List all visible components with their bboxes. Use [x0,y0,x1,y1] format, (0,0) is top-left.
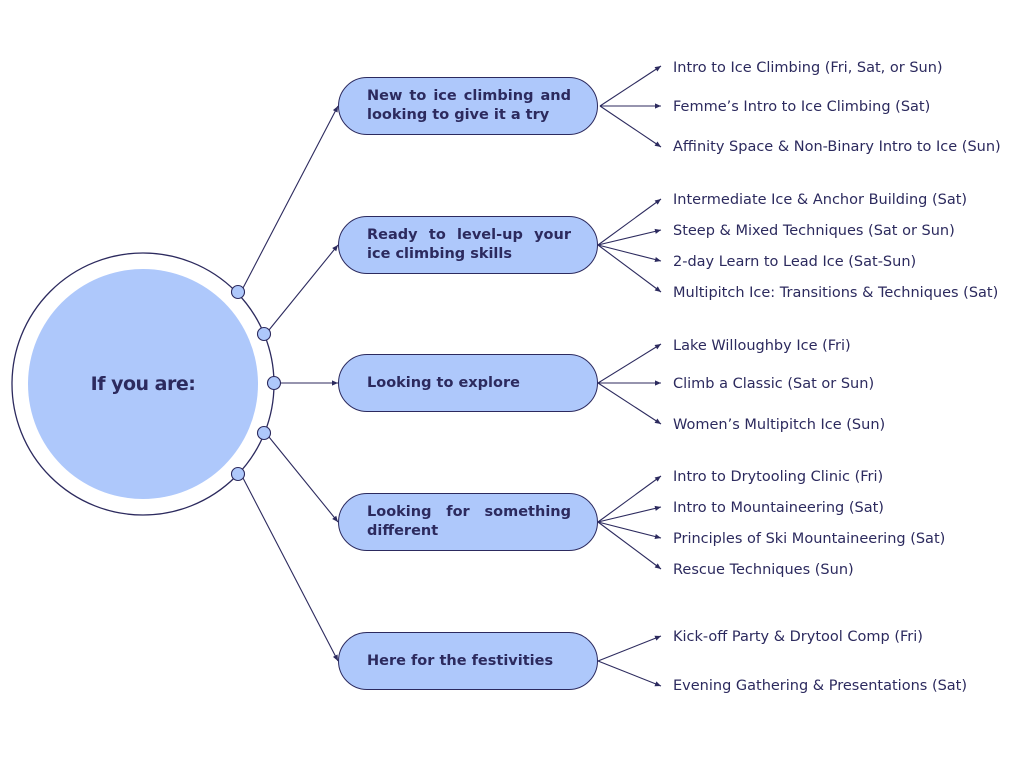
item-connector [597,506,662,523]
item-connector [597,382,662,425]
item-connector [597,521,662,570]
leaf-item: Affinity Space & Non-Binary Intro to Ice… [673,139,1001,155]
connector-dot [256,326,272,342]
connector-dot [256,425,272,441]
item-connector-head [654,344,661,350]
branch-festivities: Here for the festivities [338,632,598,690]
branch-connector [242,105,339,289]
branch-label: Here for the festivities [367,652,554,669]
branch-connector [242,477,339,662]
item-connector [597,343,662,384]
item-connector-head [654,66,661,72]
leaf-item: 2-day Learn to Lead Ice (Sat-Sun) [673,254,917,270]
branch-connector [268,244,339,331]
item-connector-head [654,635,661,641]
branch-connector-head [332,380,338,386]
center-node: If you are: [28,269,258,499]
center-label: If you are: [90,373,196,395]
leaf-item: Rescue Techniques (Sun) [673,562,854,578]
branch-label: Ready to level-up your ice climbing skil… [367,227,571,262]
item-connector [597,521,662,539]
item-connector [597,198,662,246]
item-connector [597,660,662,687]
branch-explore: Looking to explore [338,354,598,412]
leaf-item: Evening Gathering & Presentations (Sat) [673,678,968,694]
item-connector [597,635,662,662]
branch-connector-head [332,654,338,661]
branch-connector-head [332,245,338,252]
leaf-item: Intro to Mountaineering (Sat) [673,500,884,516]
connector-dot [266,375,282,391]
leaf-item: Intermediate Ice & Anchor Building (Sat) [673,192,968,208]
item-connector-head [654,199,661,205]
item-connector-head [654,681,661,687]
branch-something-different: Looking for something different [338,493,598,551]
branch-connector-head [332,515,338,522]
leaf-item: Principles of Ski Mountaineering (Sat) [673,531,946,547]
connector-dot [230,284,246,300]
branch-new-to-ice: New to ice climbing and looking to give … [338,77,598,135]
item-connector-head [654,505,661,511]
branch-connector [268,436,339,523]
branch-level-up: Ready to level-up your ice climbing skil… [338,216,598,274]
leaf-item: Femme’s Intro to Ice Climbing (Sat) [673,99,931,115]
item-connector-head [654,418,661,424]
branch-label: Looking for something different [367,504,571,539]
branch-connector-head [332,106,338,113]
item-connector [597,244,662,262]
leaf-item: Intro to Ice Climbing (Fri, Sat, or Sun) [673,60,943,76]
leaf-item: Intro to Drytooling Clinic (Fri) [673,469,884,485]
item-connector-head [655,380,661,386]
item-connector-head [654,257,661,263]
item-connector [597,475,662,523]
branch-label: New to ice climbing and looking to give … [367,88,571,123]
item-connector [597,229,662,246]
item-connector-head [654,141,661,147]
item-connector [597,244,662,293]
item-connector-head [654,476,661,482]
leaf-item: Kick-off Party & Drytool Comp (Fri) [673,629,923,645]
item-connector-head [654,228,661,234]
item-connector [599,65,662,107]
item-connector-head [655,103,661,109]
leaf-item: Steep & Mixed Techniques (Sat or Sun) [673,223,955,239]
connector-dot [230,466,246,482]
leaf-item: Climb a Classic (Sat or Sun) [673,376,875,392]
item-connector [599,105,662,148]
item-connector-head [654,534,661,540]
leaf-item: Lake Willoughby Ice (Fri) [673,338,851,354]
item-connector-head [654,563,661,569]
leaf-item: Women’s Multipitch Ice (Sun) [673,417,886,433]
item-connector-head [654,286,661,292]
branch-label: Looking to explore [367,374,520,391]
leaf-item: Multipitch Ice: Transitions & Techniques… [673,285,999,301]
